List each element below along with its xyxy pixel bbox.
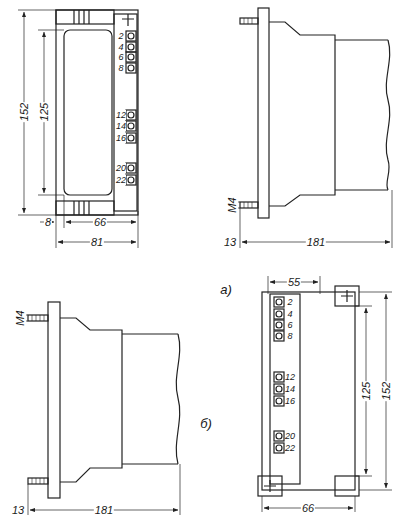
terminal-block [274,320,284,330]
terminal-number: 12 [285,372,295,382]
terminal-block [126,63,136,73]
terminal-number: 2 [287,297,292,307]
terminal-number: 6 [287,320,292,330]
terminal-block [274,297,284,307]
terminal-screw [276,311,282,317]
terminal-block [126,110,136,120]
terminal-number: 2 [118,31,123,41]
terminal-block [274,331,284,341]
terminal-number: 8 [287,331,292,341]
terminal-number: 22 [116,175,126,185]
terminal-screw [276,374,282,380]
terminal-block [274,372,284,382]
dimension-label: М4 [226,196,238,213]
terminal-block [126,121,136,131]
terminal-screw [276,386,282,392]
terminal-block [126,133,136,143]
terminal-screw [276,398,282,404]
terminal-screw [276,299,282,305]
terminal-block [126,31,136,41]
terminal-block [126,42,136,52]
terminal-screw [276,322,282,328]
terminal-number: 16 [116,133,126,143]
terminal-block [126,175,136,185]
view-caption: б) [199,417,213,431]
terminal-screw [128,112,134,118]
dimension-label: 13 [11,504,25,516]
dimension-label: 152 [380,381,392,401]
terminal-block [274,384,284,394]
terminal-block [126,163,136,173]
dimension-label: 152 [18,102,30,122]
terminal-screw [128,177,134,183]
terminal-number: 4 [287,309,292,319]
dimension-label: 13 [223,236,237,248]
terminal-block [274,396,284,406]
terminal-screw [128,165,134,171]
terminal-block [274,431,284,441]
terminal-screw [276,333,282,339]
terminal-screw [128,123,134,129]
dimension-label: 81 [90,236,104,248]
view-caption: а) [219,283,233,297]
terminal-number: 4 [118,42,123,52]
terminal-number: 20 [116,163,126,173]
terminal-block [274,309,284,319]
terminal-number: 20 [285,431,295,441]
terminal-screw [128,54,134,60]
terminal-screw [128,65,134,71]
dimension-label: 66 [93,216,107,228]
terminal-number: 14 [116,121,126,131]
terminal-screw [128,135,134,141]
terminal-number: 6 [118,52,123,62]
terminal-block [274,443,284,453]
terminal-screw [128,44,134,50]
terminal-screw [276,445,282,451]
terminal-number: 14 [285,384,295,394]
dimension-label: 8 [44,216,52,228]
terminal-screw [128,33,134,39]
terminal-screw [276,433,282,439]
terminal-number: 16 [285,396,295,406]
terminal-number: 22 [285,443,295,453]
dimension-label: 181 [306,236,326,248]
dimension-label: 66 [301,502,315,514]
dimension-label: 125 [360,381,372,401]
dimension-label: 55 [287,276,301,288]
dimension-label: М4 [14,309,26,326]
dimension-label: 181 [94,504,114,516]
terminal-number: 8 [118,63,123,73]
terminal-number: 12 [116,110,126,120]
dimension-label: 125 [38,102,50,122]
terminal-block [126,52,136,62]
